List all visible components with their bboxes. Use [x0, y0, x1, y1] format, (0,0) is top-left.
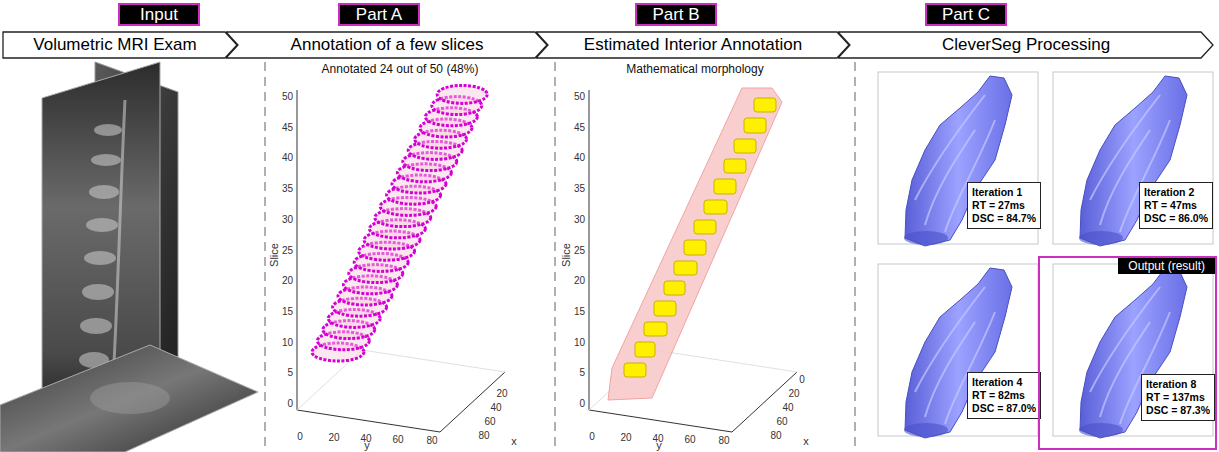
stage-header: Input: [118, 3, 200, 26]
axis-tick: 80: [478, 430, 489, 441]
axis-tick: 40: [490, 402, 501, 413]
metric-line: Iteration 2: [1144, 186, 1208, 199]
axis-tick: 25: [282, 244, 293, 255]
axis-tick: 20: [620, 432, 631, 443]
chevron-text-holder: Annotation of a few slices: [240, 31, 534, 59]
process-chevron: Annotation of a few slices: [226, 31, 548, 59]
axis-tick: 10: [574, 336, 585, 347]
metric-line: Iteration 1: [972, 186, 1036, 199]
chevron-outline: [3, 32, 237, 58]
axis-tick: 20: [788, 388, 799, 399]
axis-tick: 20: [574, 275, 585, 286]
stage-header: Part C: [925, 3, 1007, 26]
axis-tick: 60: [392, 434, 403, 445]
axis-title: y: [656, 439, 662, 451]
axis-tick: 80: [426, 435, 437, 446]
axis-tick: 60: [776, 416, 787, 427]
axis-tick: 5: [579, 367, 585, 378]
axis-tick: 20: [496, 388, 507, 399]
axis-tick: 20: [282, 275, 293, 286]
header-label: Part A: [356, 5, 402, 25]
axis-title: Slice: [268, 243, 280, 267]
metric-line: RT = 82ms: [972, 389, 1036, 402]
process-chevron: Volumetric MRI Exam: [2, 31, 238, 59]
metric-line: RT = 27ms: [972, 199, 1036, 212]
result-box: Iteration 8RT = 137msDSC = 87.3%: [1141, 374, 1215, 421]
header-label: Part C: [942, 5, 990, 25]
axis-tick: 30: [574, 213, 585, 224]
axis-tick: 10: [282, 336, 293, 347]
axis-tick: 40: [782, 402, 793, 413]
axis-title: Slice: [560, 243, 572, 267]
metric-line: RT = 47ms: [1144, 199, 1208, 212]
metric-line: DSC = 87.0%: [972, 402, 1036, 415]
process-label: CleverSeg Processing: [942, 35, 1110, 55]
axis-title: x: [511, 435, 517, 447]
plot-title: Annotated 24 out of 50 (48%): [322, 63, 479, 76]
axis-title: y: [364, 439, 370, 451]
axis-tick: 35: [282, 183, 293, 194]
plot-title: Mathematical morphology: [626, 63, 763, 76]
axis-tick: 15: [574, 305, 585, 316]
process-label: Annotation of a few slices: [291, 35, 484, 55]
chevron-outline: [226, 32, 547, 58]
stage-header: Part B: [635, 3, 717, 26]
axis-tick: 0: [589, 431, 595, 442]
process-chevron: CleverSeg Processing: [838, 31, 1214, 59]
header-label: Input: [140, 5, 178, 25]
axis-tick: 80: [770, 430, 781, 441]
axis-tick: 30: [282, 213, 293, 224]
axis-tick: 20: [328, 432, 339, 443]
chevron-outline: [838, 32, 1213, 58]
chevron-text-holder: Estimated Interior Annotation: [550, 31, 836, 59]
result-box: Iteration 4RT = 82msDSC = 87.0%: [967, 372, 1041, 419]
metric-line: DSC = 87.3%: [1146, 404, 1210, 417]
result-box: Iteration 2RT = 47msDSC = 86.0%: [1139, 182, 1213, 229]
axis-tick: 0: [297, 431, 303, 442]
axis-title: x: [803, 435, 809, 447]
output-frame: Output (result) Iteration 8RT = 137msDSC …: [1038, 256, 1217, 450]
axis-tick: 40: [574, 152, 585, 163]
chevron-text-holder: CleverSeg Processing: [852, 31, 1200, 59]
axis-tick: 25: [574, 244, 585, 255]
axis-tick: 40: [282, 152, 293, 163]
axis-tick: 0: [287, 398, 293, 409]
axis-tick: 0: [579, 398, 585, 409]
chevron-outline: [536, 32, 849, 58]
axis-tick: 15: [282, 305, 293, 316]
metric-line: DSC = 86.0%: [1144, 212, 1208, 225]
axis-tick: 5: [287, 367, 293, 378]
output-tag: Output (result): [1118, 258, 1215, 274]
metric-line: Iteration 4: [972, 376, 1036, 389]
chevron-text-holder: Volumetric MRI Exam: [6, 31, 224, 59]
axis-tick: 50: [282, 91, 293, 102]
header-label: Part B: [652, 5, 699, 25]
axis-tick: 35: [574, 183, 585, 194]
result-box: Iteration 1RT = 27msDSC = 84.7%: [967, 182, 1041, 229]
axis-tick: 45: [574, 121, 585, 132]
stage-header: Part A: [338, 3, 420, 26]
axis-tick: 50: [574, 91, 585, 102]
axis-tick: 60: [484, 416, 495, 427]
axis-tick: 80: [718, 435, 729, 446]
metric-line: Iteration 8: [1146, 378, 1210, 391]
process-label: Estimated Interior Annotation: [584, 35, 802, 55]
metric-line: RT = 137ms: [1146, 391, 1210, 404]
axis-tick: 60: [684, 434, 695, 445]
metric-line: DSC = 84.7%: [972, 212, 1036, 225]
axis-tick: 45: [282, 121, 293, 132]
axis-tick: 0: [799, 374, 805, 385]
process-label: Volumetric MRI Exam: [33, 35, 196, 55]
process-chevron: Estimated Interior Annotation: [536, 31, 850, 59]
